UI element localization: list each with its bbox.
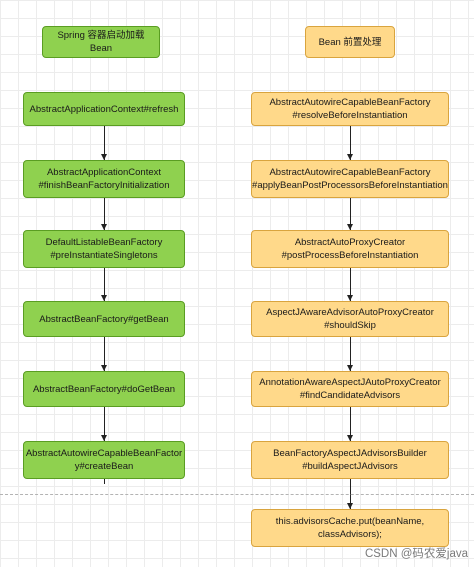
left-arrow-1: [101, 154, 107, 160]
step-refresh: AbstractApplicationContext#refresh: [23, 92, 185, 126]
section-divider: [0, 494, 474, 495]
right-header-box: Bean 前置处理: [305, 26, 395, 58]
right-arrow-1: [347, 154, 353, 160]
right-arrow-6: [347, 503, 353, 509]
step-resolve-before-instantiation: AbstractAutowireCapableBeanFactory #reso…: [251, 92, 449, 126]
left-header-box: Spring 容器启动加载 Bean: [42, 26, 160, 58]
step-do-get-bean: AbstractBeanFactory#doGetBean: [23, 371, 185, 407]
right-arrow-2: [347, 224, 353, 230]
watermark-text: CSDN @码农爱java: [364, 548, 468, 560]
left-arrow-4: [101, 365, 107, 371]
step-find-candidate-advisors: AnnotationAwareAspectJAutoProxyCreator #…: [251, 371, 449, 407]
step-advisors-cache-put: this.advisorsCache.put(beanName, classAd…: [251, 509, 449, 547]
step-build-aspectj-advisors: BeanFactoryAspectJAdvisorsBuilder #build…: [251, 441, 449, 479]
right-arrow-5: [347, 435, 353, 441]
left-arrow-2: [101, 224, 107, 230]
left-connector-line: [104, 92, 105, 484]
step-post-process-before-instantiation: AbstractAutoProxyCreator #postProcessBef…: [251, 230, 449, 268]
left-arrow-3: [101, 295, 107, 301]
step-pre-instantiate-singletons: DefaultListableBeanFactory #preInstantia…: [23, 230, 185, 268]
step-should-skip: AspectJAwareAdvisorAutoProxyCreator #sho…: [251, 301, 449, 337]
left-arrow-5: [101, 435, 107, 441]
step-create-bean: AbstractAutowireCapableBeanFactor y#crea…: [23, 441, 185, 479]
step-get-bean: AbstractBeanFactory#getBean: [23, 301, 185, 337]
right-arrow-3: [347, 295, 353, 301]
right-arrow-4: [347, 365, 353, 371]
step-finish-bean-factory-init: AbstractApplicationContext #finishBeanFa…: [23, 160, 185, 198]
step-apply-bean-post-processors: AbstractAutowireCapableBeanFactory #appl…: [251, 160, 449, 198]
